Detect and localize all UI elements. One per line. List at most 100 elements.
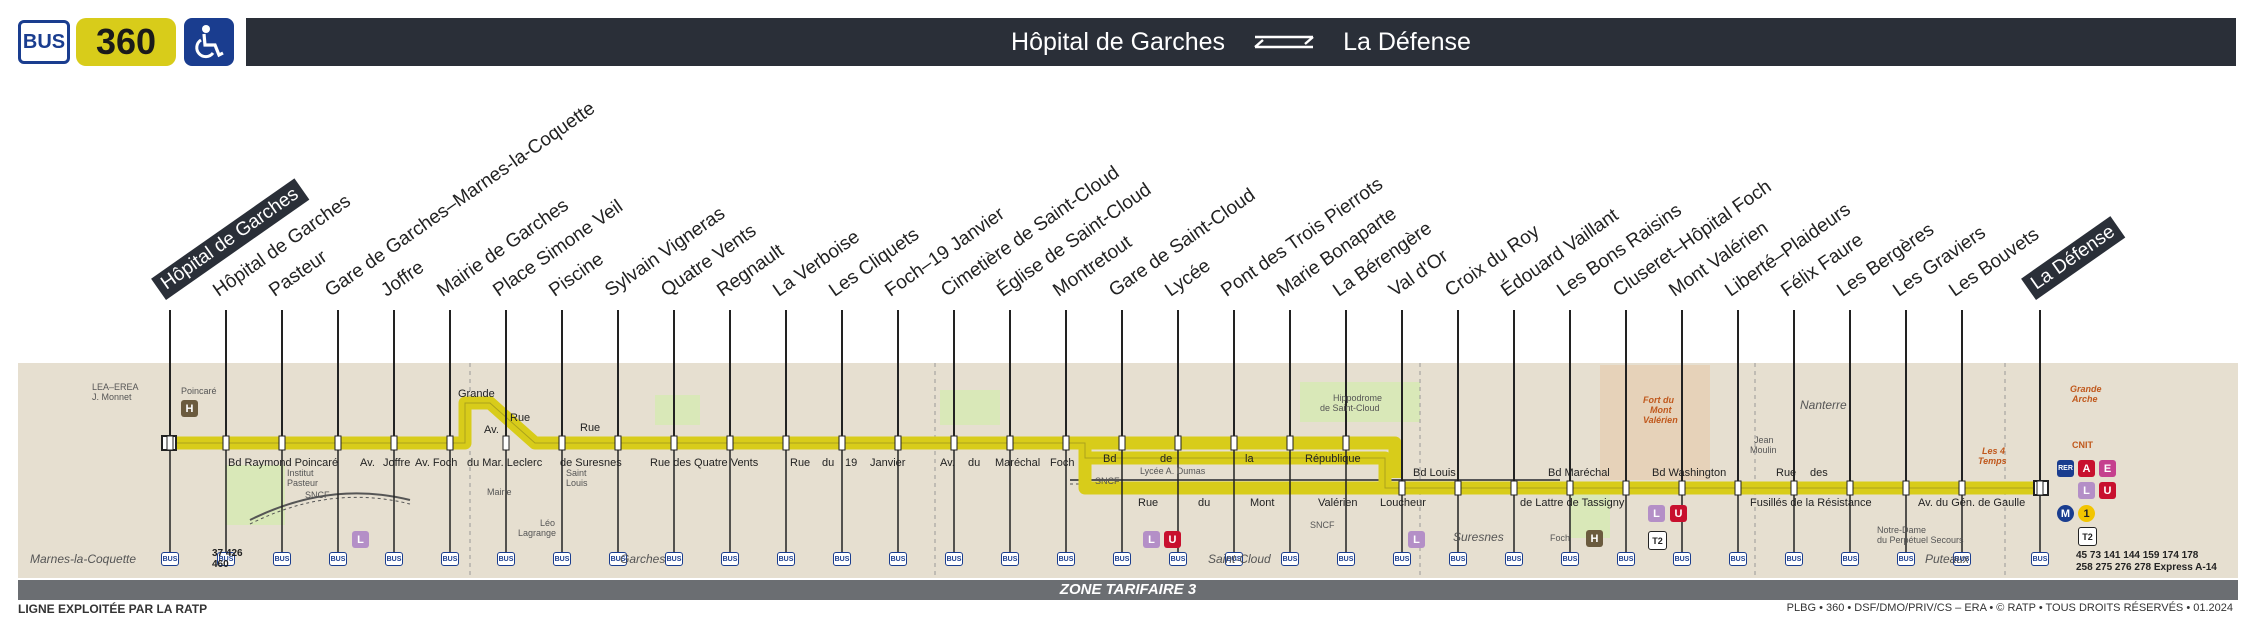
street-label: des	[1810, 467, 1828, 479]
landmark-label: Saint	[566, 468, 587, 478]
stop-marker	[1958, 480, 1966, 496]
street-label: Bd	[1103, 453, 1117, 465]
landmark-label: Institut	[287, 468, 314, 478]
street-label: Bd Louis	[1413, 467, 1456, 479]
street-label: Mont	[1250, 497, 1275, 509]
commune-label: Garches	[620, 552, 666, 566]
landmark-label: Temps	[1978, 456, 2007, 466]
bus-connection-icon: BUS	[1897, 552, 1915, 566]
stop-marker	[1790, 480, 1798, 496]
park-area	[225, 465, 285, 525]
street-label: République	[1305, 453, 1361, 465]
street-label: Av.	[940, 457, 955, 469]
landmark-label: Foch	[1550, 533, 1571, 543]
bus-connection-icon: BUS	[1561, 552, 1579, 566]
destination-label: La Défense	[1343, 27, 1471, 56]
stop-marker	[782, 435, 790, 451]
commune-label: Marnes-la-Coquette	[30, 552, 137, 566]
stop-marker	[670, 435, 678, 451]
stop-marker	[1342, 435, 1350, 451]
bus-connection-icon: BUS	[1449, 552, 1467, 566]
bus-connection-icon: BUS	[1673, 552, 1691, 566]
landmark-label: de Saint-Cloud	[1320, 403, 1380, 413]
landmark-label: Lycée A. Dumas	[1140, 466, 1206, 476]
street-label: Rue	[510, 412, 531, 424]
bus-connection-icon: BUS	[1785, 552, 1803, 566]
stop-marker	[2036, 480, 2044, 496]
bus-connection-icon: BUS	[1113, 552, 1131, 566]
landmark-label: Valérien	[1643, 415, 1678, 425]
stop-marker	[278, 435, 286, 451]
stop-marker	[1174, 435, 1182, 451]
copyright-label: PLBG • 360 • DSF/DMO/PRIV/CS – ERA • © R…	[1786, 602, 2233, 614]
stop-marker	[1678, 480, 1686, 496]
tram-u-badge: U	[1164, 531, 1181, 548]
tram-l-badge: L	[1143, 531, 1160, 548]
stop-marker	[614, 435, 622, 451]
stop-marker	[1622, 480, 1630, 496]
fare-zone-label: ZONE TARIFAIRE 3	[18, 580, 2238, 600]
street-label: Av. du Gén. de Gaulle	[1918, 497, 2026, 509]
stop-marker	[222, 435, 230, 451]
landmark-label: Lagrange	[518, 528, 557, 538]
stop-marker	[1062, 435, 1070, 451]
bus-connection-icon: BUS	[777, 552, 795, 566]
metro-badge: M	[2057, 505, 2074, 522]
stop-marker	[1454, 480, 1462, 496]
landmark-label: du Perpétuel Secours	[1877, 535, 1964, 545]
hospital-icon: H	[181, 400, 198, 417]
bus-connection-icon: BUS	[1169, 552, 1187, 566]
landmark-label: J. Monnet	[92, 392, 132, 402]
stop-marker	[894, 435, 902, 451]
street-label: de Suresnes	[560, 457, 622, 469]
line-number-badge: 360	[76, 18, 176, 66]
map-background	[18, 363, 2238, 578]
landmark-label: SNCF	[1095, 476, 1120, 486]
street-label: Grande	[458, 388, 495, 400]
rer-e-badge: E	[2099, 460, 2116, 477]
bus-connection-icon: BUS	[665, 552, 683, 566]
bus-connection-icon: BUS	[385, 552, 403, 566]
bus-connection-icon: BUS	[329, 552, 347, 566]
street-label: Rue	[790, 457, 811, 469]
tram-l-badge: L	[1408, 531, 1425, 548]
landmark-label: SNCF	[1310, 520, 1335, 530]
bus-connection-icon: BUS	[833, 552, 851, 566]
stop-marker	[446, 435, 454, 451]
stop-marker	[838, 435, 846, 451]
both-directions-arrow-icon	[1254, 35, 1314, 49]
bus-connection-icon: BUS	[889, 552, 907, 566]
landmark-label: Louis	[566, 478, 588, 488]
tram-u-badge: U	[2099, 482, 2116, 499]
street-label: Foch	[1050, 457, 1075, 469]
bus-connection-icon: BUS	[1841, 552, 1859, 566]
street-label: Joffre	[383, 457, 411, 469]
first-stop-bus-lines: 37 426	[212, 548, 243, 559]
stop-marker	[1230, 435, 1238, 451]
rer-badge: RER	[2057, 460, 2074, 477]
stop-marker	[726, 435, 734, 451]
commune-label: Puteaux	[1925, 552, 1970, 566]
stop-marker	[390, 435, 398, 451]
bus-connection-icon: BUS	[1337, 552, 1355, 566]
stop-marker	[1566, 480, 1574, 496]
bus-connection-icon: BUS	[273, 552, 291, 566]
stop-marker	[1398, 480, 1406, 496]
bus-connection-icon: BUS	[945, 552, 963, 566]
street-label: Fusillés de la Résistance	[1750, 497, 1872, 509]
la-defense-bus-lines: 258 275 276 278 Express A-14	[2076, 562, 2217, 573]
street-label: Rue	[1776, 467, 1797, 479]
landmark-label: Moulin	[1750, 445, 1777, 455]
street-label: Bd Maréchal	[1548, 467, 1610, 479]
stop-marker	[1846, 480, 1854, 496]
street-label: du Mar. Leclerc	[467, 457, 543, 469]
street-label: Valérien	[1318, 497, 1358, 509]
landmark-label: Mont	[1650, 405, 1672, 415]
stop-marker	[502, 435, 510, 451]
stop-marker	[1510, 480, 1518, 496]
bus-connection-icon: BUS	[1953, 552, 1971, 566]
landmark-label: Grande	[2070, 384, 2102, 394]
bus-connection-icon: BUS	[497, 552, 515, 566]
stop-marker	[1902, 480, 1910, 496]
street-label: Rue	[580, 422, 601, 434]
